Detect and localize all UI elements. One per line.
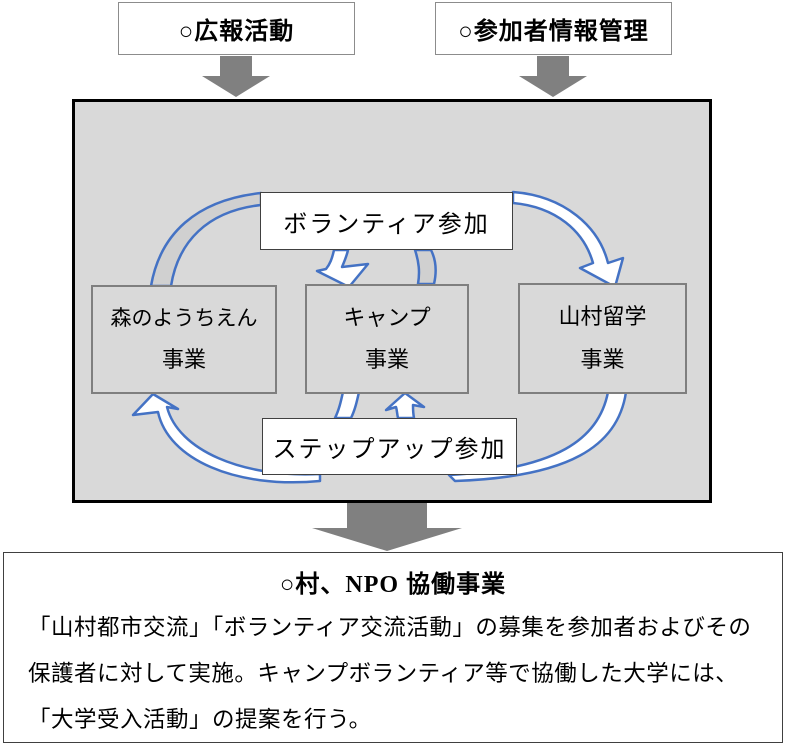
camp-line1: キャンプ — [343, 304, 431, 330]
forest-kindergarten-box: 森のようちえん 事業 — [91, 285, 277, 394]
volunteer-participation-label-box: ボランティア参加 — [260, 192, 513, 250]
npo-collaboration-body: 「山村都市交流」「ボランティア交流活動」の募集を参加者およびその 保護者に対して… — [4, 599, 782, 743]
village-study-line2: 事業 — [580, 346, 625, 372]
stepup-participation-label-box: ステップアップ参加 — [262, 418, 517, 475]
participant-info-label: ○参加者情報管理 — [458, 19, 649, 45]
pr-activity-box: ○広報活動 — [118, 2, 355, 55]
down-block-arrow-icon — [202, 56, 270, 97]
pr-activity-label: ○広報活動 — [178, 19, 295, 45]
camp-line2: 事業 — [364, 347, 409, 372]
npo-collaboration-box: ○村、NPO 協働事業 「山村都市交流」「ボランティア交流活動」の募集を参加者お… — [3, 552, 783, 743]
stepup-participation-label: ステップアップ参加 — [272, 436, 507, 463]
volunteer-participation-label: ボランティア参加 — [283, 210, 490, 238]
village-study-line1: 山村留学 — [558, 304, 647, 330]
down-block-arrow-icon — [312, 503, 462, 551]
forest-kindergarten-line2: 事業 — [161, 346, 206, 372]
participant-info-box: ○参加者情報管理 — [435, 2, 672, 55]
down-block-arrow-icon — [519, 56, 587, 97]
body-line: 「大学受入活動」の提案を行う。 — [28, 707, 372, 732]
body-line: 「山村都市交流」「ボランティア交流活動」の募集を参加者およびその — [28, 615, 752, 640]
village-study-box: 山村留学 事業 — [518, 283, 687, 394]
camp-box: キャンプ 事業 — [305, 284, 469, 394]
npo-collaboration-title: ○村、NPO 協働事業 — [279, 572, 507, 598]
body-line: 保護者に対して実施。キャンプボランティア等で協働した大学には、 — [28, 661, 739, 686]
forest-kindergarten-line1: 森のようちえん — [110, 305, 258, 330]
